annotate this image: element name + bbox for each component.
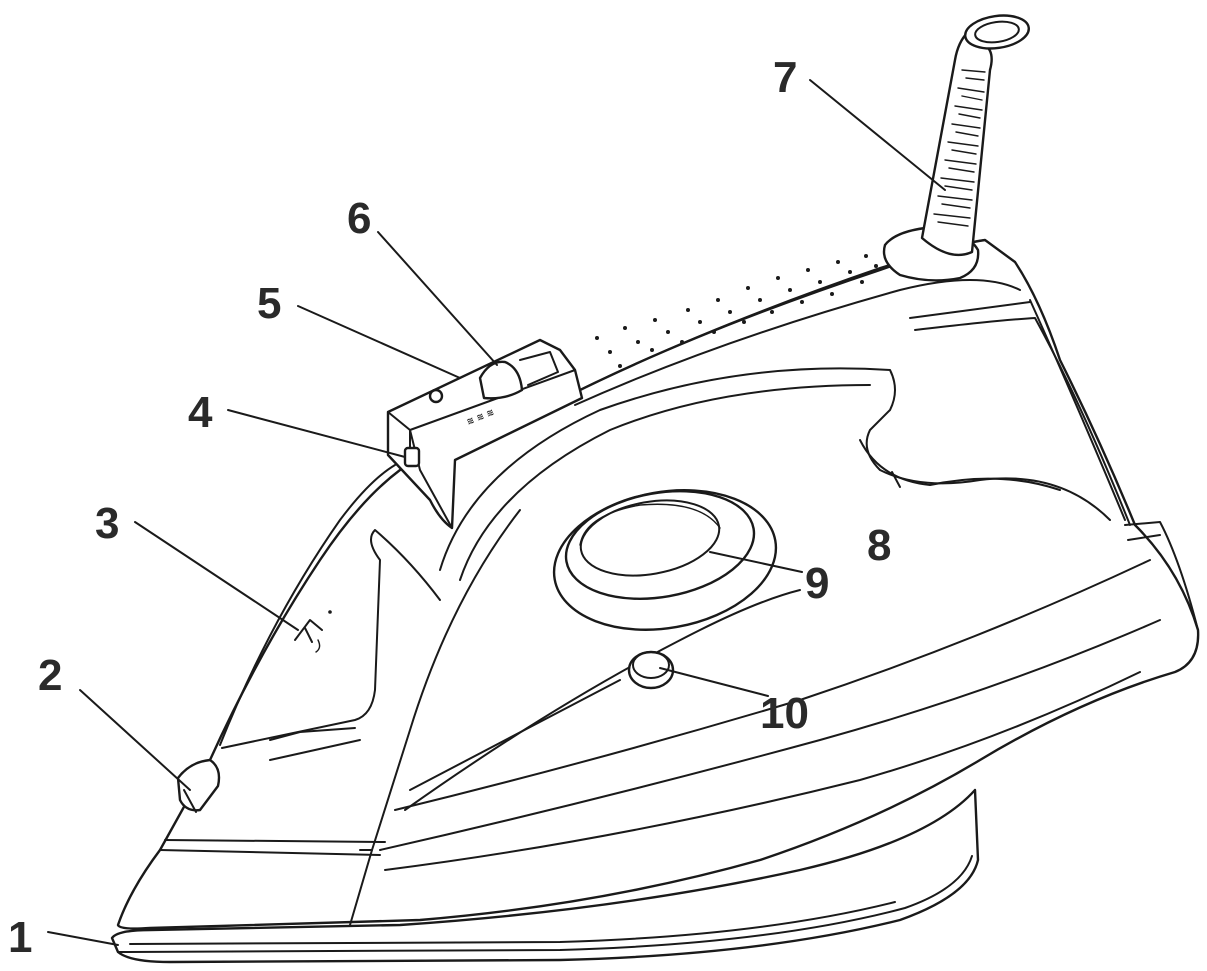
- callout-labels: 1 2 3 4 5 6 7 8 9 10: [8, 53, 891, 962]
- vent-holes: [595, 254, 878, 368]
- leader-8: [891, 471, 901, 488]
- handle-grip: [859, 439, 1061, 491]
- self-clean-button: [627, 650, 675, 690]
- callout-10: 10: [760, 689, 809, 738]
- leader-3: [134, 521, 299, 631]
- leader-9: [709, 551, 803, 573]
- leader-lines: [47, 79, 946, 946]
- callout-1: 1: [8, 913, 32, 962]
- leader-4: [227, 409, 406, 458]
- callout-2: 2: [38, 651, 62, 700]
- callout-9: 9: [805, 559, 829, 608]
- soleplate: [110, 788, 980, 964]
- leader-5: [297, 305, 461, 379]
- water-tank-cap: [552, 489, 778, 631]
- cord-guard: [882, 14, 1030, 282]
- callout-6: 6: [347, 194, 371, 243]
- control-block: ≋ ≋ ≋: [386, 338, 584, 530]
- leader-7: [809, 79, 946, 191]
- leader-2: [79, 689, 191, 791]
- callout-4: 4: [188, 388, 213, 437]
- leader-6: [377, 231, 498, 366]
- spray-symbol: [294, 610, 332, 653]
- water-inlet: [176, 758, 221, 813]
- callout-5: 5: [257, 279, 281, 328]
- callout-3: 3: [95, 499, 119, 548]
- leader-10: [659, 667, 769, 697]
- leader-1: [47, 931, 119, 946]
- callout-7: 7: [773, 53, 797, 102]
- callout-8: 8: [867, 521, 891, 570]
